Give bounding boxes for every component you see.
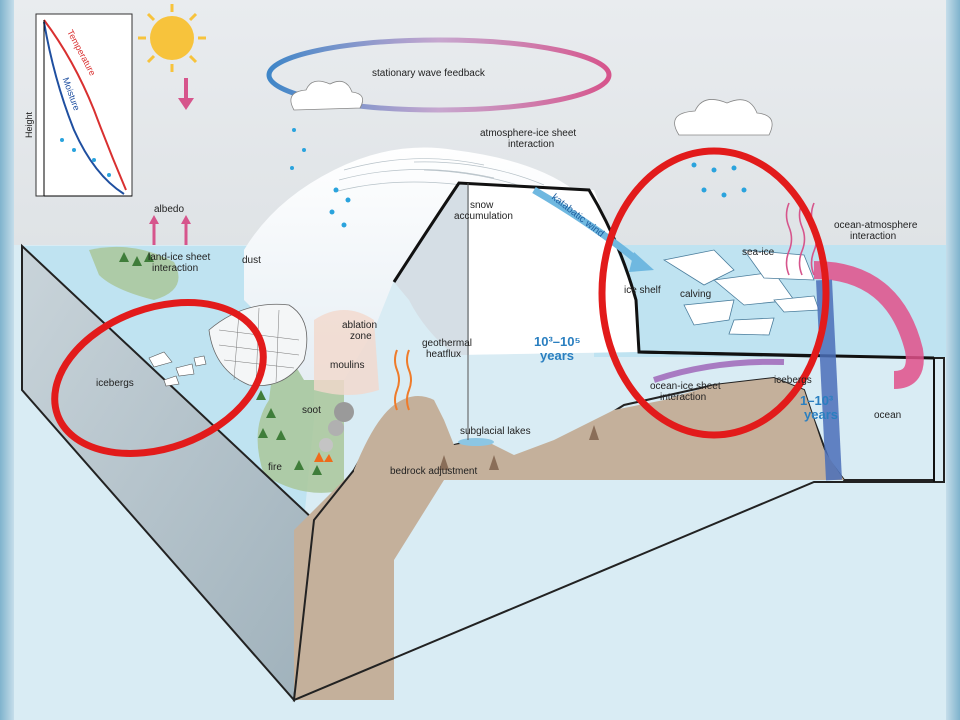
label-dust: dust — [242, 255, 261, 266]
solar-arrow-head — [178, 98, 194, 110]
label-ablation: ablation — [342, 320, 378, 331]
label-snow: snow — [470, 200, 494, 211]
geothermal-arrows — [394, 349, 412, 411]
ice-cut-shadow — [394, 183, 469, 355]
moisture-profile-line — [43, 21, 125, 195]
fire-icon — [314, 452, 333, 462]
label-ocean-ice-2: interaction — [660, 392, 707, 403]
katabatic-wind-arrow — [532, 186, 642, 265]
label-land-ice-2: interaction — [152, 263, 199, 274]
diagram-stage: Height Temperature Moisture stationary w… — [14, 0, 946, 720]
bedrock — [354, 378, 844, 560]
ablation-zone — [314, 310, 379, 395]
label-timescale-long-value: 10³–10⁵ — [534, 334, 581, 349]
sun-icon — [138, 4, 206, 72]
label-soot: soot — [302, 405, 321, 416]
inset-height-label: Height — [24, 111, 34, 138]
label-atmosphere-ice-sheet-1: atmosphere-ice sheet — [480, 128, 577, 139]
label-land-ice-1: land-ice sheet — [148, 252, 211, 263]
subglacial-lake — [458, 438, 494, 446]
ice-shelf-base — [638, 350, 935, 360]
ice-sheet-diagram — [14, 0, 946, 703]
label-geothermal: geothermal — [422, 338, 473, 349]
warm-current — [813, 261, 924, 389]
precipitation — [60, 128, 747, 228]
label-ocean-atmosphere-2: interaction — [850, 231, 897, 242]
highlight-circle-icebergs — [51, 299, 267, 457]
stationary-wave-loop — [266, 37, 612, 113]
label-icebergs-right: icebergs — [774, 375, 812, 386]
label-ocean: ocean — [874, 410, 902, 421]
label-moulins: moulins — [330, 360, 365, 371]
label-bedrock-adjustment: bedrock adjustment — [390, 466, 478, 477]
label-icebergs-left: icebergs — [96, 378, 134, 389]
crevasses — [218, 307, 300, 386]
label-accumulation: accumulation — [454, 211, 513, 222]
label-timescale-long-unit: years — [540, 348, 574, 363]
label-timescale-short-unit: years — [804, 407, 838, 422]
highlight-circle-ice-shelf — [598, 147, 830, 439]
trees — [119, 252, 322, 475]
label-albedo: albedo — [154, 204, 185, 215]
icebergs-left-shapes — [148, 351, 207, 387]
clouds — [290, 80, 773, 136]
ice-sheet-outline — [392, 181, 815, 358]
label-atmosphere-ice-sheet-2: interaction — [508, 139, 555, 150]
label-subglacial-lakes: subglacial lakes — [460, 426, 531, 437]
label-sea-ice: sea-ice — [742, 247, 775, 258]
temperature-profile-line — [43, 19, 127, 191]
label-fire: fire — [268, 462, 282, 473]
label-heatflux: heatflux — [426, 349, 462, 360]
albedo-arrows — [152, 222, 188, 245]
label-ocean-atmosphere-1: ocean-atmosphere — [834, 220, 918, 231]
label-zone: zone — [350, 331, 372, 342]
sea-ice-floes — [662, 249, 820, 336]
smoke-plume — [319, 402, 354, 452]
label-stationary-wave-feedback: stationary wave feedback — [372, 68, 485, 79]
glacier-tongue — [208, 303, 308, 387]
label-timescale-short-value: 1–10³ — [800, 393, 834, 408]
bedrock-adjustment-arrows — [439, 425, 599, 470]
land-patch-north — [89, 246, 179, 300]
label-ocean-ice-1: ocean-ice sheet — [650, 381, 721, 392]
label-calving: calving — [680, 289, 712, 300]
label-ice-shelf: ice shelf — [624, 285, 661, 296]
ocean-ice-interaction-current — [653, 358, 785, 383]
